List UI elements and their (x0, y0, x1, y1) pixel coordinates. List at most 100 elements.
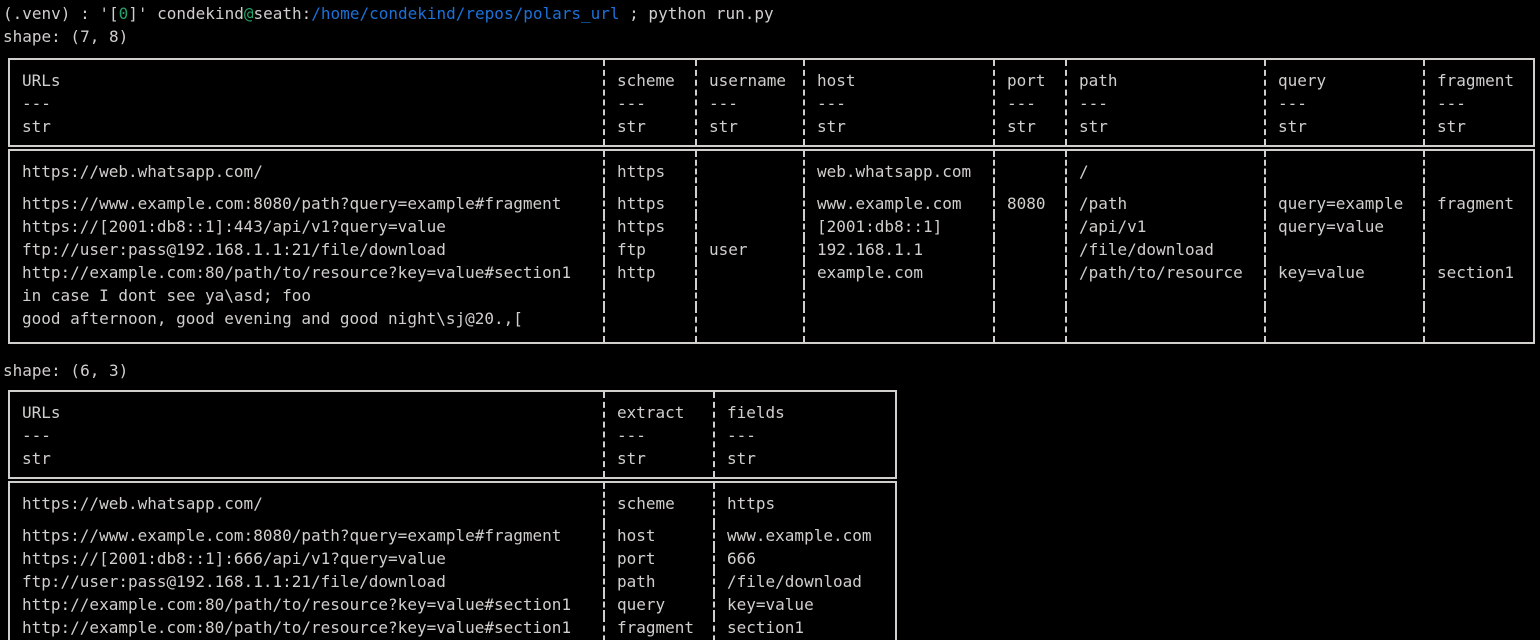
column-header: URLs --- str (9, 391, 604, 483)
prompt-user: condekind (157, 4, 244, 23)
col-name: port (1007, 71, 1046, 90)
col-dtype: str (617, 449, 646, 468)
table-cell (603, 284, 696, 307)
col-name: URLs (22, 403, 61, 422)
col-sep: --- (1007, 94, 1036, 113)
table-row: ftp://user:pass@192.168.1.1:21/file/down… (9, 238, 1534, 261)
table-cell: ftp://user:pass@192.168.1.1:21/file/down… (22, 572, 446, 591)
col-name: host (817, 71, 856, 90)
table-cell (1264, 238, 1424, 261)
table-cell (1065, 284, 1265, 307)
table-cell: good afternoon, good evening and good ni… (22, 309, 523, 328)
table-row: https://www.example.com:8080/path?query=… (9, 192, 1534, 215)
table-cell: scheme (603, 480, 714, 524)
table-cell: 8080 (993, 192, 1066, 215)
table-cell: /path/to/resource (1065, 261, 1265, 284)
col-dtype: str (22, 117, 51, 136)
table-cell: https://www.example.com:8080/path?query=… (22, 194, 562, 213)
col-sep: --- (1278, 94, 1307, 113)
table-cell: 666 (713, 547, 896, 570)
table-cell: https (603, 148, 696, 192)
table-row: ftp://user:pass@192.168.1.1:21/file/down… (9, 570, 896, 593)
table-cell: host (603, 524, 714, 547)
shell-prompt-line: (.venv) : '[0]' condekind@seath:/home/co… (3, 2, 1540, 25)
column-header: port --- str (993, 59, 1066, 151)
col-dtype: str (727, 449, 756, 468)
col-sep: --- (617, 426, 646, 445)
col-name: URLs (22, 71, 61, 90)
table-cell (1423, 148, 1534, 192)
col-sep: --- (22, 94, 51, 113)
col-sep: --- (817, 94, 846, 113)
table-cell: fragment (603, 616, 714, 640)
column-header: URLs --- str (9, 59, 604, 151)
shape-line-df2: shape: (6, 3) (3, 361, 129, 380)
table-cell: / (1065, 148, 1265, 192)
col-dtype: str (709, 117, 738, 136)
table-cell: http://example.com:80/path/to/resource?k… (22, 263, 572, 282)
table-cell: https://web.whatsapp.com/ (22, 494, 263, 513)
table-cell: key=value (1264, 261, 1424, 284)
col-dtype: str (617, 117, 646, 136)
table-cell (993, 148, 1066, 192)
table-cell (695, 307, 804, 343)
table-cell: https (603, 192, 696, 215)
table-cell: example.com (803, 261, 994, 284)
table-cell: https://[2001:db8::1]:443/api/v1?query=v… (22, 217, 446, 236)
table-cell (1065, 307, 1265, 343)
table-cell: 192.168.1.1 (803, 238, 994, 261)
col-dtype: str (1007, 117, 1036, 136)
table-cell (1264, 148, 1424, 192)
table-cell: fragment (1423, 192, 1534, 215)
column-header: query---str (1264, 59, 1424, 151)
table-cell: https (713, 480, 896, 524)
table-cell: section1 (1423, 261, 1534, 284)
table-row: in case I dont see ya\asd; foo (9, 284, 1534, 307)
table-cell: query=example (1264, 192, 1424, 215)
col-name: extract (617, 403, 685, 422)
table-cell (1264, 284, 1424, 307)
table-cell (1423, 307, 1534, 343)
table-cell: http://example.com:80/path/to/resource?k… (22, 618, 572, 637)
prompt-at-sign: @ (243, 4, 254, 23)
table-cell: /file/download (1065, 238, 1265, 261)
table-cell (695, 261, 804, 284)
table-cell: https://[2001:db8::1]:666/api/v1?query=v… (22, 549, 446, 568)
table-cell: query=value (1264, 215, 1424, 238)
col-dtype: str (22, 449, 51, 468)
column-header: scheme---str (603, 59, 696, 151)
table-row: https://[2001:db8::1]:666/api/v1?query=v… (9, 547, 896, 570)
prompt-exit-code: 0 (118, 4, 129, 23)
table-cell (1423, 284, 1534, 307)
col-sep: --- (22, 426, 51, 445)
col-sep: --- (617, 94, 646, 113)
table-cell (803, 284, 994, 307)
col-sep: --- (1079, 94, 1108, 113)
col-name: path (1079, 71, 1118, 90)
col-sep: --- (709, 94, 738, 113)
table-cell (993, 215, 1066, 238)
table-cell: https (603, 215, 696, 238)
table-cell (1423, 215, 1534, 238)
table-cell: in case I dont see ya\asd; foo (22, 286, 311, 305)
table-cell: path (603, 570, 714, 593)
table-cell (993, 307, 1066, 343)
column-header: username --- str (695, 59, 804, 151)
table-row: https://www.example.com:8080/path?query=… (9, 524, 896, 547)
table-cell (603, 307, 696, 343)
table-cell: www.example.com (713, 524, 896, 547)
col-name: username (709, 71, 787, 90)
table-cell (993, 238, 1066, 261)
table-cell: http://example.com:80/path/to/resource?k… (22, 595, 572, 614)
col-sep: --- (727, 426, 756, 445)
table-row: http://example.com:80/path/to/resource?k… (9, 616, 896, 640)
prompt-cwd-path: /home/condekind/repos/polars_url (311, 4, 620, 23)
